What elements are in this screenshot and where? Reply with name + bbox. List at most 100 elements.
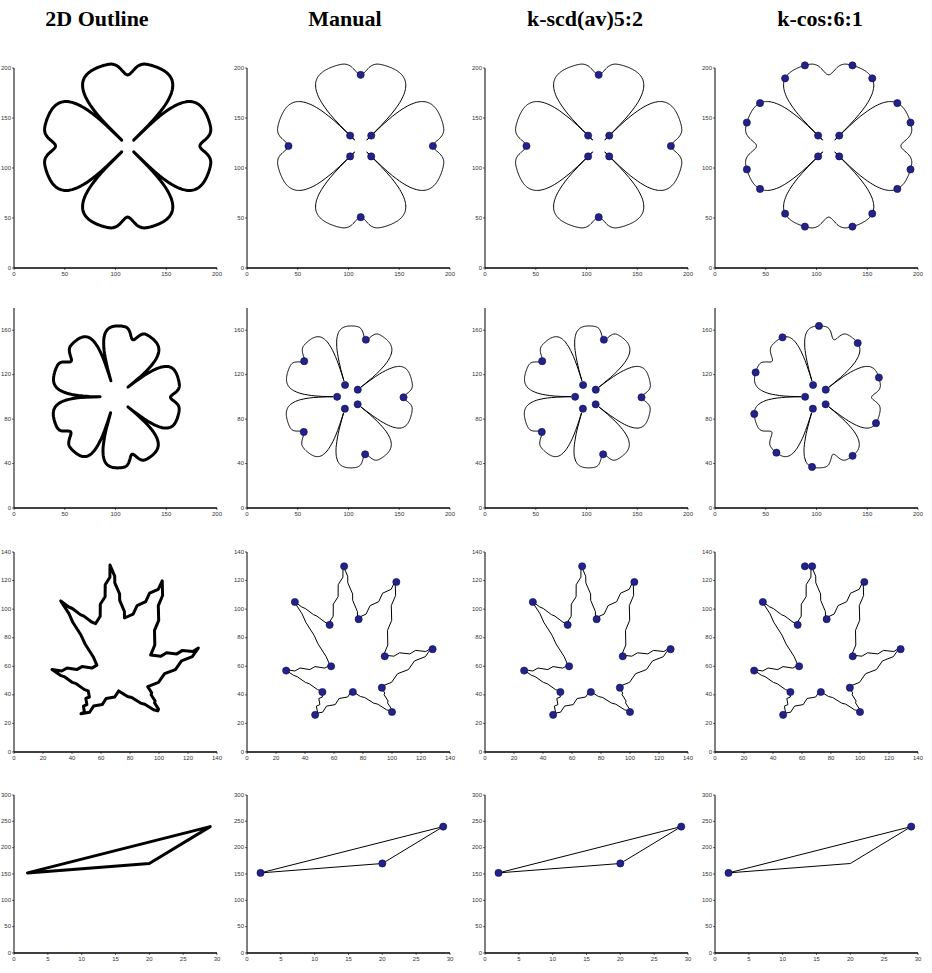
y-tick-label: 250 <box>1 818 11 825</box>
landmark-dot <box>378 684 385 691</box>
tick-mark <box>688 953 689 955</box>
y-tick-label: 80 <box>705 634 712 641</box>
y-tick-label: 40 <box>4 691 11 698</box>
y-tick-label: 120 <box>234 577 244 584</box>
shape-outline <box>45 64 211 228</box>
landmark-dot <box>743 166 750 173</box>
landmark-dot <box>354 386 361 393</box>
y-tick-label: 150 <box>234 871 244 878</box>
y-tick-label: 200 <box>472 65 482 72</box>
x-tick-label: 200 <box>445 271 455 278</box>
y-tick-label: 160 <box>472 327 482 334</box>
landmark-dot <box>595 71 602 78</box>
tick-mark <box>483 953 485 954</box>
tick-mark <box>245 374 247 375</box>
x-tick-label: 30 <box>214 956 221 963</box>
y-tick-label: 0 <box>8 749 11 756</box>
tick-mark <box>188 752 189 754</box>
y-tick-label: 40 <box>475 460 482 467</box>
tick-mark <box>483 68 485 69</box>
landmark-dot <box>429 646 436 653</box>
landmark-dot <box>780 711 787 718</box>
tick-mark <box>399 268 400 270</box>
landmark-dot <box>301 358 308 365</box>
x-tick-label: 200 <box>913 511 923 518</box>
landmark-dot <box>638 394 645 401</box>
x-tick-label: 200 <box>445 511 455 518</box>
x-tick-label: 15 <box>345 956 352 963</box>
landmark-dot <box>587 688 594 695</box>
landmark-dot <box>523 142 530 149</box>
x-tick-label: 5 <box>517 956 520 963</box>
x-tick-label: 200 <box>212 511 222 518</box>
landmark-dot <box>521 667 528 674</box>
landmark-dot <box>667 646 674 653</box>
tick-mark <box>101 752 102 754</box>
tick-mark <box>620 953 621 955</box>
tick-mark <box>483 118 485 119</box>
landmark-dot <box>341 405 348 412</box>
y-tick-label: 120 <box>472 371 482 378</box>
x-tick-label: 100 <box>811 511 821 518</box>
x-tick-label: 20 <box>741 755 748 762</box>
y-tick-label: 0 <box>8 505 11 512</box>
tick-mark <box>748 953 749 955</box>
tick-mark <box>12 752 14 753</box>
y-tick-label: 100 <box>234 606 244 613</box>
x-tick-label: 30 <box>685 956 692 963</box>
landmark-dot <box>856 708 863 715</box>
x-tick-label: 5 <box>747 956 750 963</box>
x-tick-label: 50 <box>294 271 301 278</box>
tick-mark <box>245 795 247 796</box>
x-tick-label: 50 <box>762 271 769 278</box>
tick-mark <box>713 552 715 553</box>
tick-mark <box>12 508 14 509</box>
y-tick-label: 80 <box>475 634 482 641</box>
y-tick-label: 60 <box>4 663 11 670</box>
landmark-dot <box>678 823 685 830</box>
tick-mark <box>713 68 715 69</box>
landmark-dot <box>759 598 766 605</box>
x-tick-label: 80 <box>360 755 367 762</box>
y-tick-label: 0 <box>241 265 244 272</box>
landmark-dot <box>897 646 904 653</box>
x-axis <box>715 751 918 753</box>
y-tick-label: 40 <box>475 691 482 698</box>
x-tick-label: 100 <box>855 755 865 762</box>
y-tick-label: 250 <box>702 818 712 825</box>
tick-mark <box>483 508 485 509</box>
y-tick-label: 120 <box>702 577 712 584</box>
y-tick-label: 200 <box>1 65 11 72</box>
tick-mark <box>12 953 14 954</box>
landmark-dot <box>849 223 856 230</box>
tick-mark <box>483 847 485 848</box>
tick-mark <box>713 637 715 638</box>
tick-mark <box>601 752 602 754</box>
landmark-dot <box>334 393 341 400</box>
tick-mark <box>765 508 766 510</box>
tick-mark <box>765 268 766 270</box>
y-tick-label: 140 <box>1 549 11 556</box>
x-tick-label: 50 <box>762 511 769 518</box>
x-tick-label: 150 <box>394 511 404 518</box>
tick-mark <box>12 900 14 901</box>
tick-mark <box>12 168 14 169</box>
tick-mark <box>535 508 536 510</box>
tick-mark <box>245 419 247 420</box>
y-tick-label: 60 <box>475 663 482 670</box>
landmark-dot <box>592 401 599 408</box>
landmark-dot <box>823 616 830 623</box>
tick-mark <box>572 752 573 754</box>
landmark-dot <box>585 153 592 160</box>
tick-mark <box>245 637 247 638</box>
tick-mark <box>166 268 167 270</box>
x-tick-label: 0 <box>12 271 15 278</box>
tick-mark <box>713 900 715 901</box>
y-tick-label: 100 <box>234 897 244 904</box>
x-tick-label: 0 <box>245 956 248 963</box>
tick-mark <box>159 752 160 754</box>
tick-mark <box>245 463 247 464</box>
tick-mark <box>483 580 485 581</box>
x-tick-label: 140 <box>913 755 923 762</box>
